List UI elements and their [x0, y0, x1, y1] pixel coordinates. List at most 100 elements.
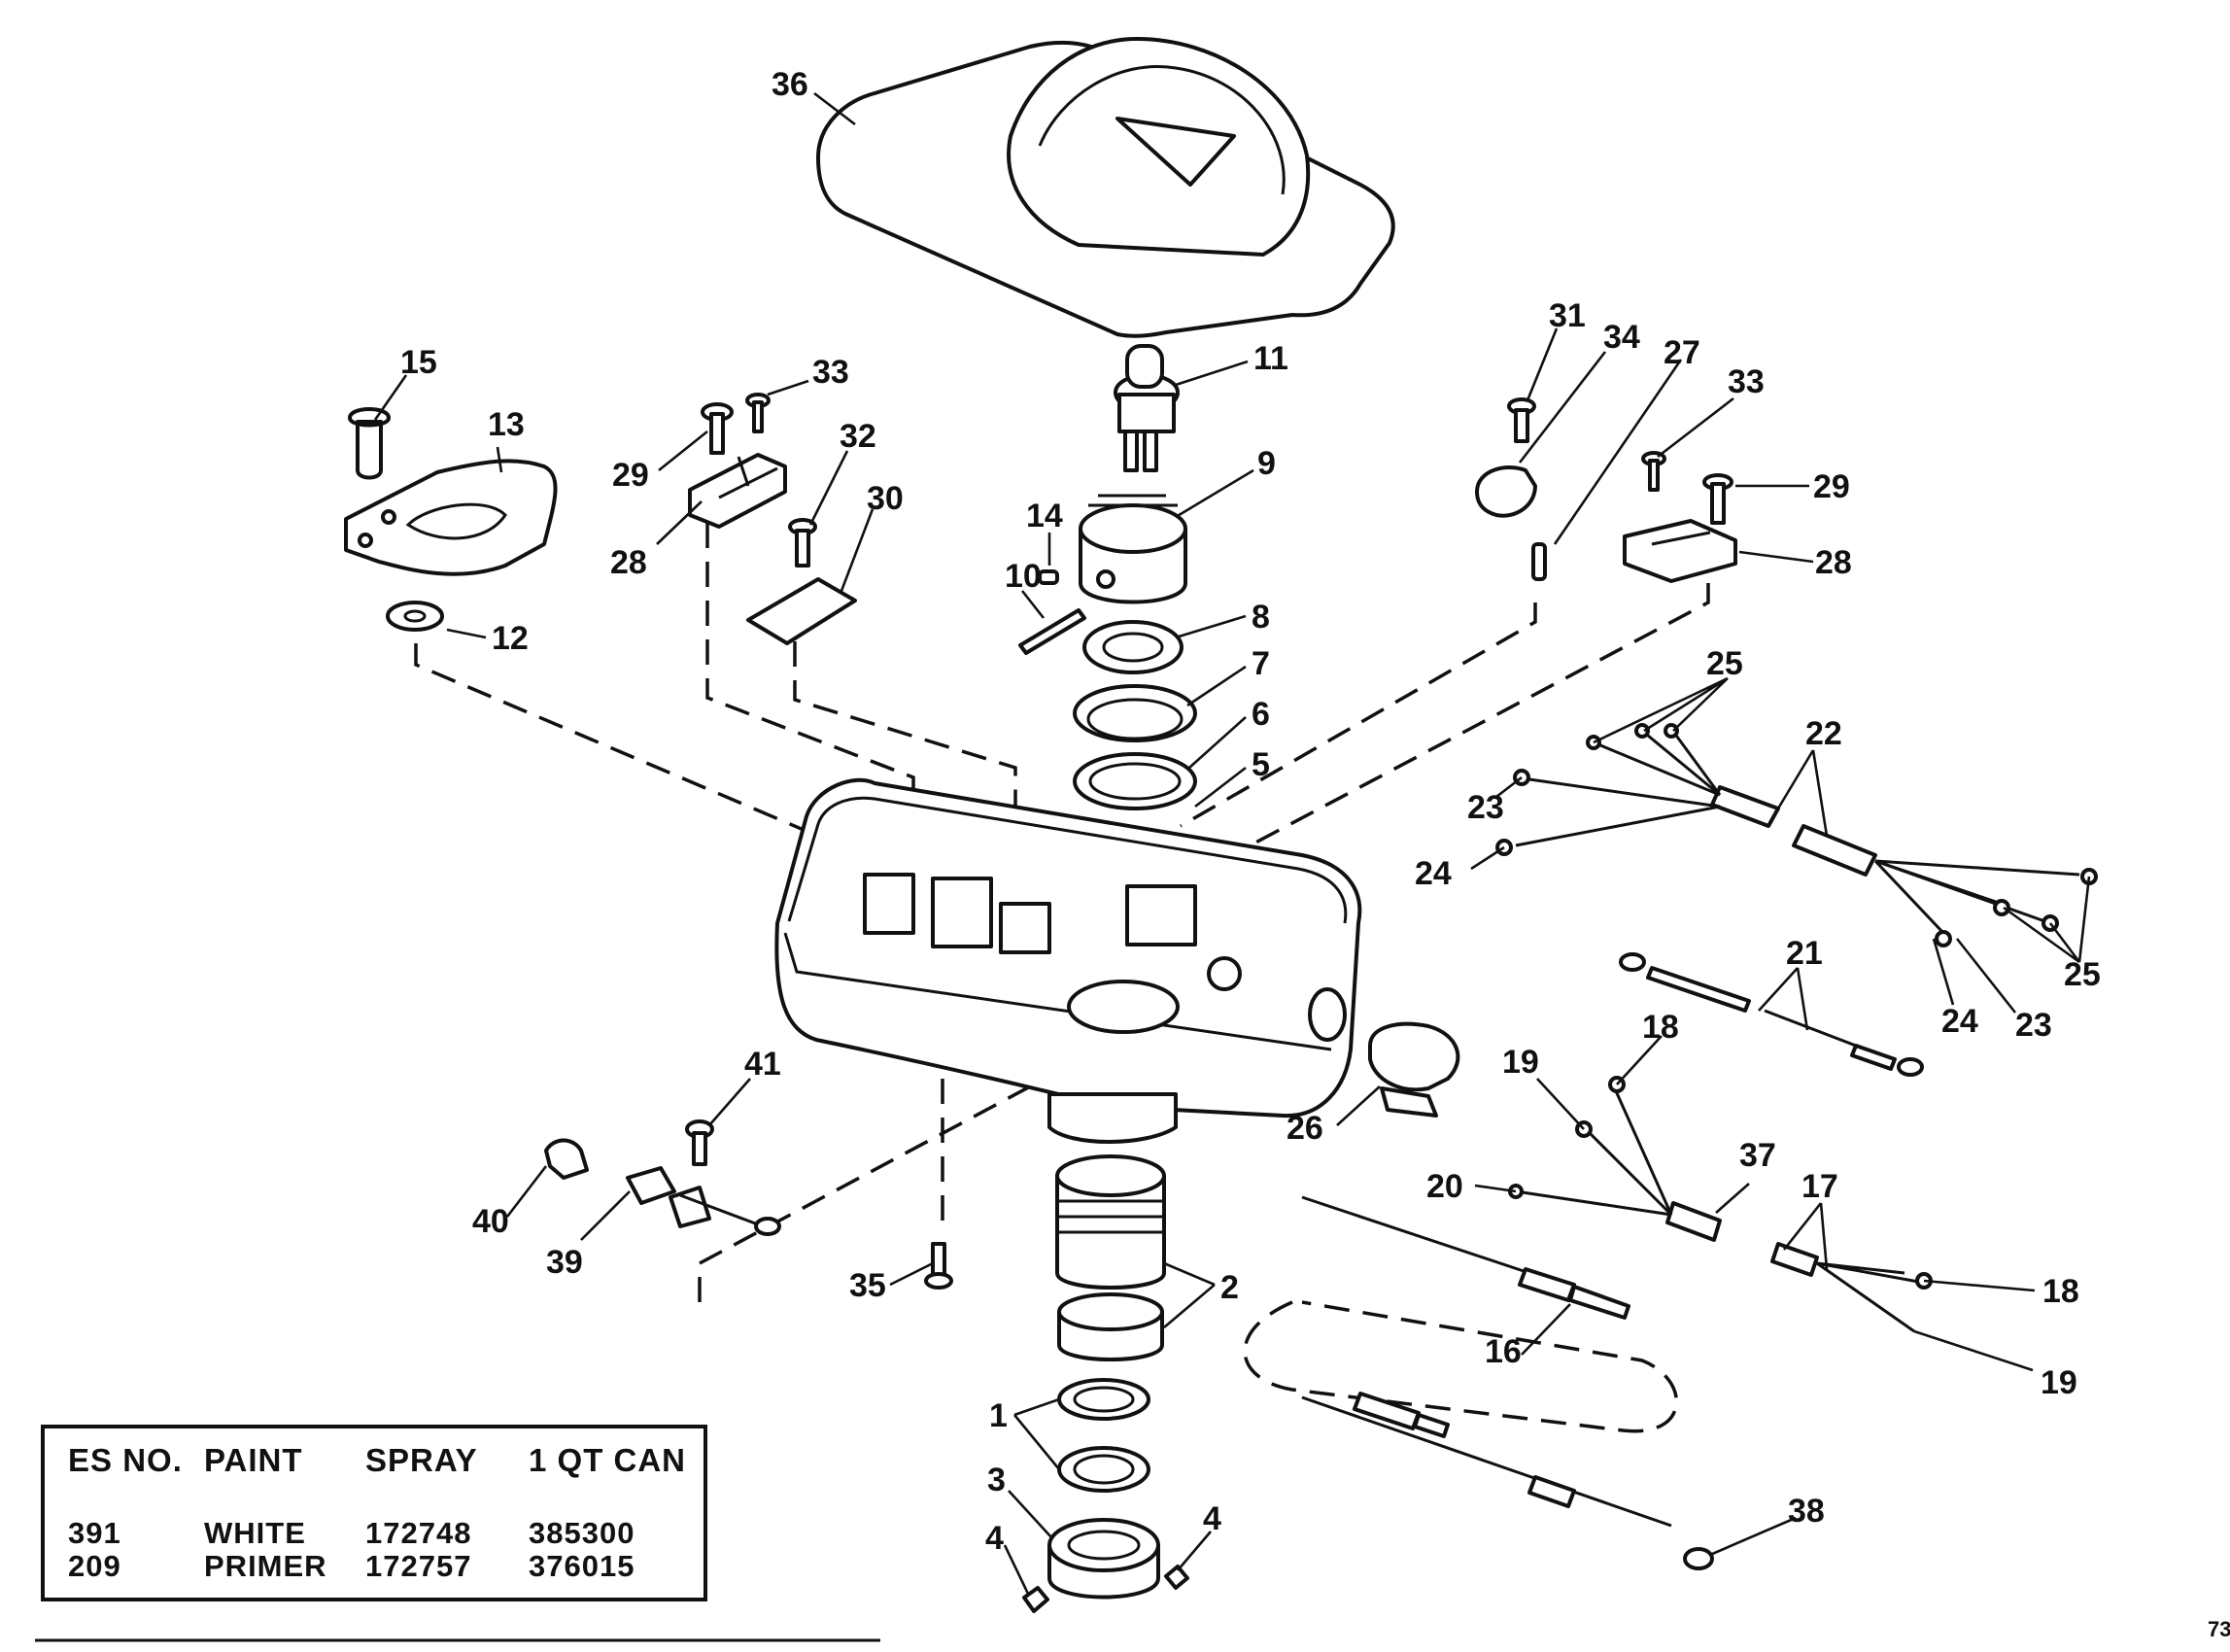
- callout-32: 32: [840, 418, 876, 455]
- callout-6: 6: [1252, 696, 1270, 733]
- callout-19-top: 19: [1502, 1044, 1539, 1081]
- part-gear: [1079, 494, 1187, 604]
- callout-28-left: 28: [610, 544, 647, 581]
- callout-15: 15: [400, 344, 437, 381]
- paint-table-cell: 391: [68, 1516, 121, 1550]
- part-bearing: [1082, 620, 1184, 674]
- part-terminal-block-left: [688, 453, 787, 529]
- callout-35: 35: [849, 1267, 886, 1304]
- part-collar: [1047, 1518, 1160, 1600]
- callout-29-left: 29: [612, 457, 649, 494]
- part-screw-33-right: [1641, 451, 1666, 492]
- callout-19-bottom: 19: [2041, 1364, 2077, 1401]
- callout-33-left: 33: [812, 354, 849, 391]
- paint-table-cell: 385300: [529, 1516, 635, 1550]
- paint-table-cell: 172757: [365, 1549, 472, 1583]
- part-bulb-40: [544, 1138, 589, 1180]
- part-switch: [1114, 344, 1180, 472]
- callout-37: 37: [1739, 1137, 1776, 1174]
- part-bushing: [1057, 1292, 1164, 1361]
- callout-23-left: 23: [1467, 789, 1504, 826]
- part-pin: [1038, 569, 1059, 585]
- paint-table-cell: 172748: [365, 1516, 472, 1550]
- callout-9: 9: [1257, 445, 1276, 482]
- paint-table-header-spray: SPRAY: [365, 1442, 478, 1478]
- paint-table-cell: 376015: [529, 1549, 635, 1583]
- part-screw-35: [924, 1242, 953, 1290]
- paint-table: ES NO. PAINT SPRAY 1 QT CAN 391 WHITE 17…: [41, 1425, 707, 1601]
- paint-table-header-es-no: ES NO.: [68, 1442, 183, 1478]
- callout-4-right: 4: [1203, 1500, 1221, 1537]
- part-screw-29-left: [701, 402, 734, 455]
- callout-13: 13: [488, 406, 525, 443]
- part-screw-31: [1507, 397, 1536, 443]
- callout-11: 11: [1253, 340, 1288, 377]
- part-screw-41: [685, 1119, 714, 1166]
- callout-36: 36: [772, 66, 808, 103]
- callout-leader-lines: [373, 91, 2091, 1595]
- part-gear-plate: [344, 459, 558, 576]
- callout-25-right: 25: [2064, 956, 2101, 993]
- paint-table-header-qt-can: 1 QT CAN: [529, 1442, 687, 1478]
- part-rings: [1057, 1378, 1150, 1493]
- part-grommet-26: [1368, 1021, 1460, 1118]
- callout-12: 12: [492, 620, 529, 657]
- callout-23-right: 23: [2015, 1007, 2052, 1044]
- callout-8: 8: [1252, 599, 1270, 636]
- part-set-screw-right: [1164, 1565, 1189, 1590]
- part-cover: [816, 37, 1395, 338]
- callout-labels: 36 11 9 14 10 8 7 6 5 15 13 12 33 29 28 …: [400, 66, 2101, 1557]
- part-harness-22: [1495, 723, 2098, 947]
- callout-29-right: 29: [1813, 468, 1850, 505]
- part-screw-32: [788, 518, 817, 568]
- part-ring: [1073, 684, 1197, 742]
- callout-26: 26: [1287, 1110, 1323, 1147]
- callout-18-bottom: 18: [2042, 1273, 2079, 1310]
- paint-table-cell: 209: [68, 1549, 121, 1583]
- callout-24-right: 24: [1941, 1003, 1978, 1040]
- part-washer: [1073, 752, 1197, 810]
- part-bracket-30: [746, 577, 857, 645]
- callout-41: 41: [744, 1046, 781, 1083]
- callout-28-right: 28: [1815, 544, 1852, 581]
- callout-7: 7: [1252, 645, 1270, 682]
- callout-27: 27: [1664, 334, 1700, 371]
- callout-39: 39: [546, 1244, 583, 1281]
- part-hinge-pin: [348, 407, 391, 480]
- callout-10: 10: [1005, 558, 1042, 595]
- part-screw-29-right: [1702, 473, 1733, 525]
- callout-14: 14: [1026, 498, 1063, 534]
- paint-table-cell: PRIMER: [204, 1549, 327, 1583]
- part-set-screw-left: [1022, 1586, 1049, 1613]
- callout-3: 3: [987, 1462, 1006, 1498]
- page-number: 73: [2208, 1617, 2230, 1641]
- callout-33-right: 33: [1728, 363, 1765, 400]
- part-terminal-block-right: [1623, 519, 1737, 583]
- callout-2: 2: [1220, 1269, 1239, 1306]
- callout-30: 30: [867, 480, 904, 517]
- callout-1: 1: [989, 1397, 1008, 1434]
- callout-34: 34: [1603, 319, 1640, 356]
- part-spring-27: [1531, 542, 1547, 581]
- callout-25-top: 25: [1706, 645, 1743, 682]
- part-clamp-34: [1475, 465, 1537, 518]
- callout-31: 31: [1549, 297, 1586, 334]
- callout-21: 21: [1786, 935, 1823, 972]
- part-housing: [774, 777, 1362, 1144]
- paint-table-cell: WHITE: [204, 1516, 306, 1550]
- callout-40: 40: [472, 1203, 509, 1240]
- paint-table-header-paint: PAINT: [204, 1442, 303, 1478]
- part-ground-wire-21: [1619, 952, 1924, 1077]
- part-washer-small: [386, 601, 444, 632]
- part-screw-33-left: [745, 393, 771, 433]
- callout-20: 20: [1426, 1168, 1463, 1205]
- callout-22: 22: [1805, 715, 1842, 752]
- part-cable-16: [1301, 1195, 1672, 1528]
- callout-16: 16: [1485, 1333, 1522, 1370]
- part-lamp-bracket-39: [626, 1166, 781, 1236]
- part-tube: [1055, 1154, 1166, 1290]
- part-nut-38: [1683, 1547, 1714, 1570]
- part-rod: [1018, 608, 1086, 655]
